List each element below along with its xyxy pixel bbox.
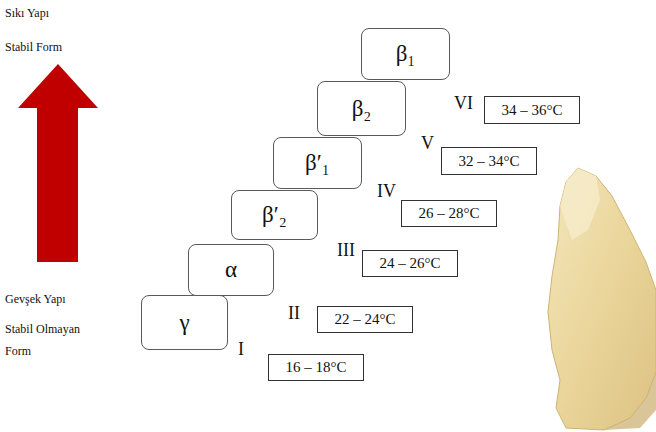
form-number: III — [337, 240, 355, 260]
form-number: VI — [454, 93, 473, 113]
temperature-box: 32 – 34°C — [441, 147, 537, 175]
axis-label: Sıkı Yapı — [5, 2, 49, 24]
polymorph-box: β₁ — [361, 28, 450, 80]
form-number: V — [421, 133, 434, 153]
polymorph-box: γ — [141, 295, 228, 350]
temperature-box: 24 – 26°C — [362, 250, 458, 277]
cocoa-butter-facet — [560, 168, 600, 240]
polymorph-symbol: α — [225, 257, 237, 283]
form-number: IV — [377, 181, 396, 201]
polymorph-box: β₂ — [317, 81, 406, 136]
polymorph-symbol: β₂ — [352, 96, 372, 122]
polymorph-box: β′₁ — [273, 137, 362, 189]
axis-label: Stabil Olmayan Form — [5, 318, 97, 362]
temperature-range: 32 – 34°C — [458, 153, 519, 170]
cocoa-butter-shade — [604, 372, 656, 430]
polymorph-symbol: β′₁ — [305, 150, 330, 176]
polymorph-symbol: β₁ — [396, 41, 416, 67]
temperature-box: 26 – 28°C — [401, 200, 497, 227]
temperature-range: 16 – 18°C — [285, 359, 346, 376]
form-number: I — [238, 339, 244, 359]
stability-arrow — [18, 64, 98, 262]
axis-label: Stabil Form — [5, 36, 62, 58]
temperature-range: 24 – 26°C — [379, 255, 440, 272]
polymorph-box: α — [188, 244, 274, 296]
axis-label: Gevşek Yapı — [5, 288, 66, 310]
temperature-range: 26 – 28°C — [418, 205, 479, 222]
temperature-box: 16 – 18°C — [268, 354, 364, 381]
polymorph-symbol: γ — [179, 310, 189, 336]
form-number: II — [288, 303, 300, 323]
polymorph-box: β′₂ — [231, 190, 318, 240]
temperature-range: 34 – 36°C — [501, 102, 562, 119]
temperature-box: 22 – 24°C — [317, 306, 413, 333]
temperature-box: 34 – 36°C — [484, 96, 580, 124]
cocoa-butter-piece — [548, 168, 656, 430]
polymorph-symbol: β′₂ — [262, 202, 287, 228]
temperature-range: 22 – 24°C — [334, 311, 395, 328]
